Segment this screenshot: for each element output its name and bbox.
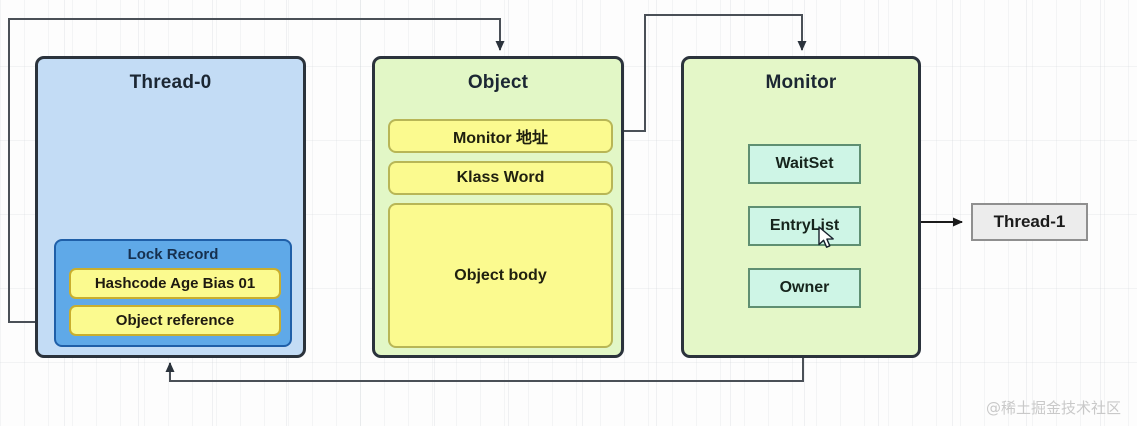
- object-slot-klass-word[interactable]: Klass Word: [388, 161, 613, 195]
- lock-record-row-hashcode[interactable]: Hashcode Age Bias 01: [69, 268, 281, 299]
- thread1-box[interactable]: Thread-1: [971, 203, 1088, 241]
- lock-record-container[interactable]: Lock Record Hashcode Age Bias 01 Object …: [54, 239, 292, 347]
- thread0-container[interactable]: Thread-0 Lock Record Hashcode Age Bias 0…: [35, 56, 306, 358]
- monitor-title: Monitor: [765, 72, 837, 93]
- object-container[interactable]: Object Monitor 地址 Klass Word Object body: [372, 56, 624, 358]
- object-slot-object-body[interactable]: Object body: [388, 203, 613, 348]
- object-title: Object: [467, 72, 529, 93]
- monitor-slot-owner[interactable]: Owner: [748, 268, 861, 308]
- lock-record-row-object-reference[interactable]: Object reference: [69, 305, 281, 336]
- monitor-slot-waitset[interactable]: WaitSet: [748, 144, 861, 184]
- object-slot-monitor-address[interactable]: Monitor 地址: [388, 119, 613, 153]
- thread0-title: Thread-0: [129, 72, 212, 93]
- monitor-container[interactable]: Monitor WaitSet EntryList Owner: [681, 56, 921, 358]
- monitor-slot-entrylist[interactable]: EntryList: [748, 206, 861, 246]
- watermark: @稀土掘金技术社区: [985, 399, 1121, 417]
- lock-record-title: Lock Record: [127, 246, 219, 263]
